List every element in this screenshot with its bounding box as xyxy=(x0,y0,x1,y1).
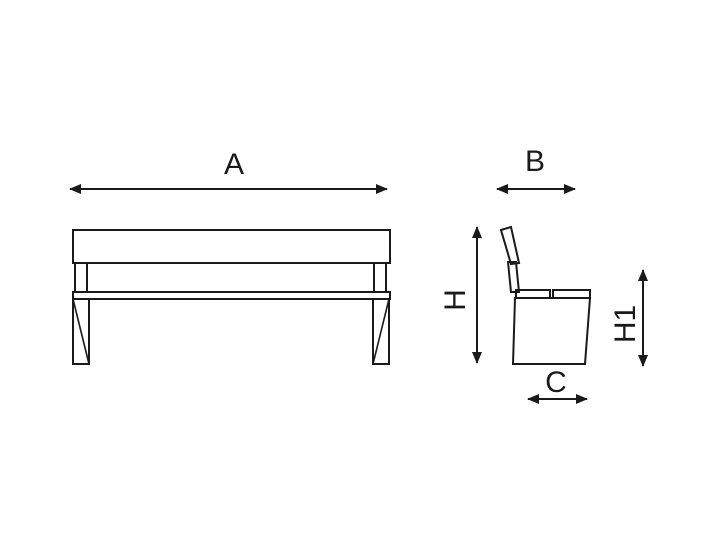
bench-side-seat-rear xyxy=(515,289,551,299)
bench-brace-right xyxy=(372,298,390,365)
bench-leg-right-lower xyxy=(372,298,390,365)
bench-backrest-post xyxy=(506,261,521,293)
dimension-c: C xyxy=(527,366,588,404)
bench-side-view xyxy=(499,225,592,365)
bench-leg-left-lower xyxy=(72,298,90,365)
bench-side-seat-front xyxy=(552,289,591,299)
dimension-h1-label: H1 xyxy=(609,305,642,343)
bench-brace-left xyxy=(72,298,90,365)
dimension-h1: H1 xyxy=(609,269,648,367)
dimension-a-label: A xyxy=(224,148,244,181)
dimension-b: B xyxy=(496,145,576,194)
bench-seat xyxy=(72,229,391,264)
bench-backrest xyxy=(499,225,521,266)
bench-leg-left-upper xyxy=(74,262,88,293)
dimension-a: A xyxy=(69,148,388,194)
dimension-h: H xyxy=(439,226,482,364)
bench-stretcher xyxy=(72,291,391,300)
dimension-b-label: B xyxy=(525,145,545,178)
dimension-h-label: H xyxy=(439,289,472,311)
bench-leg-right-upper xyxy=(373,262,387,293)
bench-side-base xyxy=(511,297,592,365)
bench-front-view xyxy=(72,229,391,365)
dimension-c-label: C xyxy=(545,366,567,399)
